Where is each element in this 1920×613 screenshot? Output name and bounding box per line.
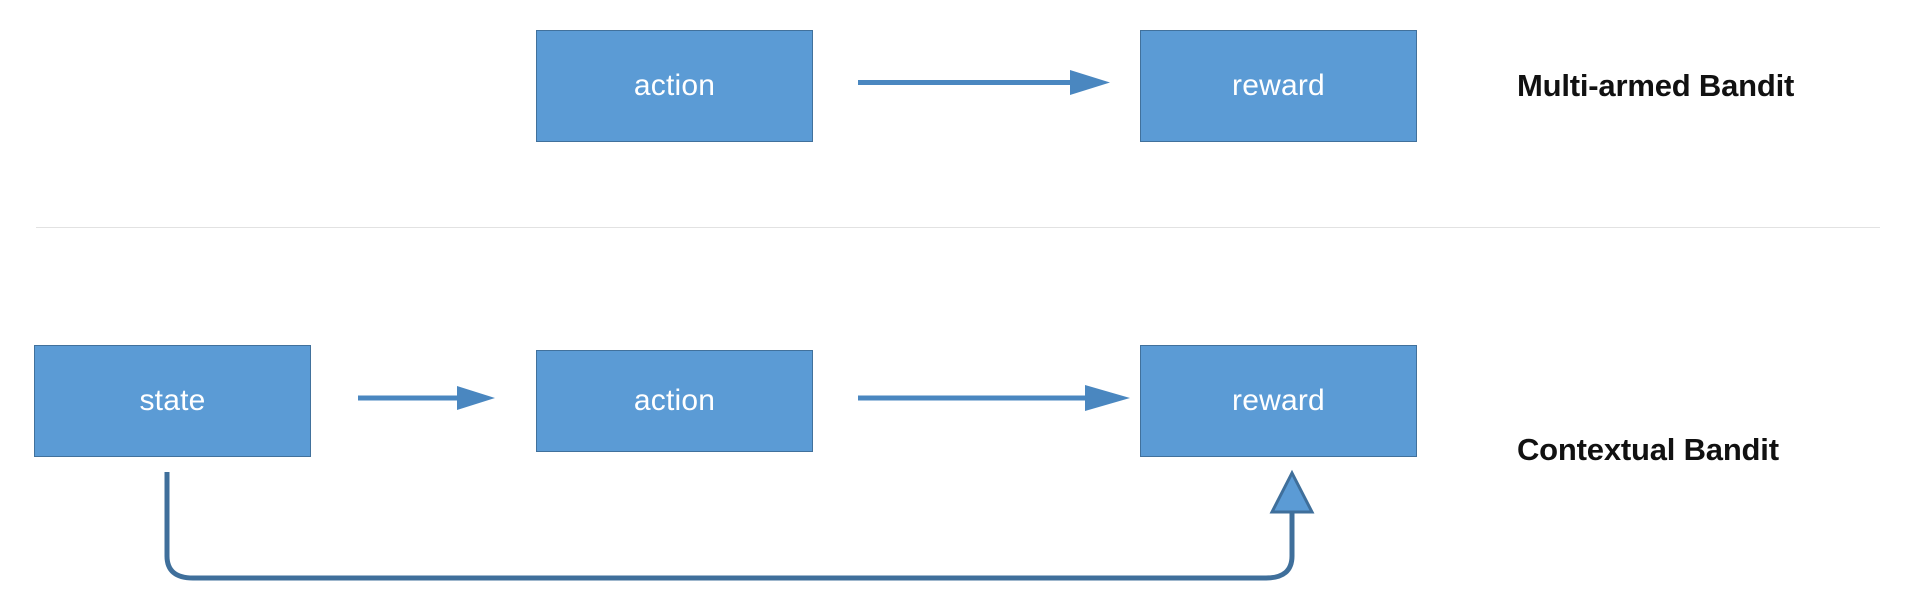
arrow-action-to-reward-top — [858, 70, 1110, 95]
arrow-action-to-reward-bottom — [858, 385, 1130, 411]
node-label: state — [139, 384, 206, 417]
arrow-state-to-reward-feedback — [164, 469, 1315, 581]
node-label: action — [633, 69, 716, 102]
node-action-contextual-bandit: action — [536, 350, 813, 452]
arrow-state-to-action — [358, 386, 495, 410]
node-action-multi-armed-bandit: action — [536, 30, 813, 142]
node-reward-contextual-bandit: reward — [1140, 345, 1417, 457]
row-caption-multi-armed-bandit: Multi-armed Bandit — [1517, 68, 1795, 103]
section-divider — [36, 227, 1880, 228]
node-reward-multi-armed-bandit: reward — [1140, 30, 1417, 142]
row-caption-contextual-bandit: Contextual Bandit — [1517, 432, 1779, 467]
node-label: reward — [1232, 384, 1325, 417]
node-label: reward — [1232, 69, 1325, 102]
node-state-contextual-bandit: state — [34, 345, 311, 457]
node-label: action — [633, 384, 716, 417]
